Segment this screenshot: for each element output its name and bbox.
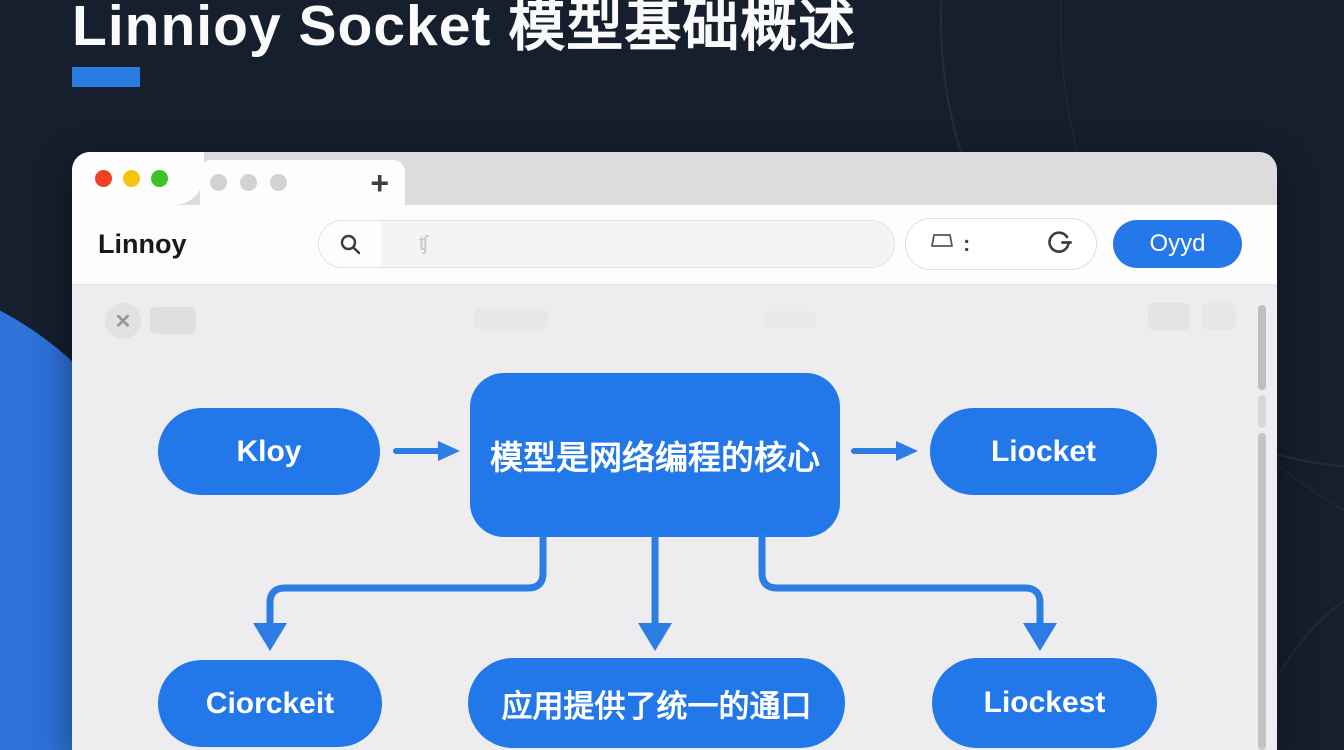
tab-dot — [270, 174, 287, 191]
flow-node-kloy: Kloy — [158, 408, 380, 495]
flow-node-liocket: Liocket — [930, 408, 1157, 495]
flow-node-unified-port: 应用提供了统一的通口 — [468, 658, 845, 748]
tab-dot — [210, 174, 227, 191]
close-window-button[interactable] — [95, 170, 112, 187]
g-refresh-icon[interactable] — [1044, 227, 1074, 262]
page-content: ✕ Kloy 模型是网络编程的核心 Liocket Ciorckeit 应用提供… — [72, 285, 1277, 750]
colon-label: : — [963, 231, 971, 256]
close-icon[interactable]: ✕ — [105, 303, 141, 339]
search-input[interactable]: ʧ — [318, 220, 895, 268]
arrow-right-icon — [851, 441, 918, 461]
brand-logo: Linnoy — [98, 229, 187, 259]
maximize-window-button[interactable] — [151, 170, 168, 187]
flow-node-liockest: Liockest — [932, 658, 1157, 748]
tab-strip: + — [72, 152, 1277, 205]
ghost-chip — [764, 311, 816, 328]
ghost-chip — [474, 309, 548, 329]
scrollbar-thumb[interactable] — [1258, 433, 1266, 750]
flow-node-model-core: 模型是网络编程的核心 — [470, 373, 840, 537]
traffic-lights — [72, 152, 204, 205]
browser-window: + Linnoy ʧ : — [72, 152, 1277, 750]
primary-action-button[interactable]: Oyyd — [1113, 220, 1242, 268]
scrollbar[interactable] — [1258, 285, 1266, 750]
laptop-icon — [928, 232, 956, 257]
ghost-chip — [150, 307, 196, 334]
branch-arrows — [253, 533, 1057, 651]
arrow-right-icon — [393, 441, 460, 461]
ghost-chip — [1148, 303, 1190, 330]
scrollbar-track-piece — [1258, 395, 1266, 428]
flow-node-ciorckeit: Ciorckeit — [158, 660, 382, 747]
browser-toolbar: Linnoy ʧ : — [72, 205, 1277, 285]
ghost-chip — [1202, 303, 1236, 330]
tab-dot — [240, 174, 257, 191]
page-title: Linnioy Socket 模型基础概述 — [72, 0, 857, 58]
browser-tab[interactable]: + — [200, 160, 405, 205]
scrollbar-thumb[interactable] — [1258, 305, 1266, 390]
title-underline — [72, 67, 140, 87]
device-selector[interactable]: : — [905, 218, 1097, 270]
new-tab-button[interactable]: + — [370, 165, 389, 201]
minimize-window-button[interactable] — [123, 170, 140, 187]
search-icon — [319, 221, 381, 267]
search-placeholder-hint: ʧ — [419, 232, 428, 255]
